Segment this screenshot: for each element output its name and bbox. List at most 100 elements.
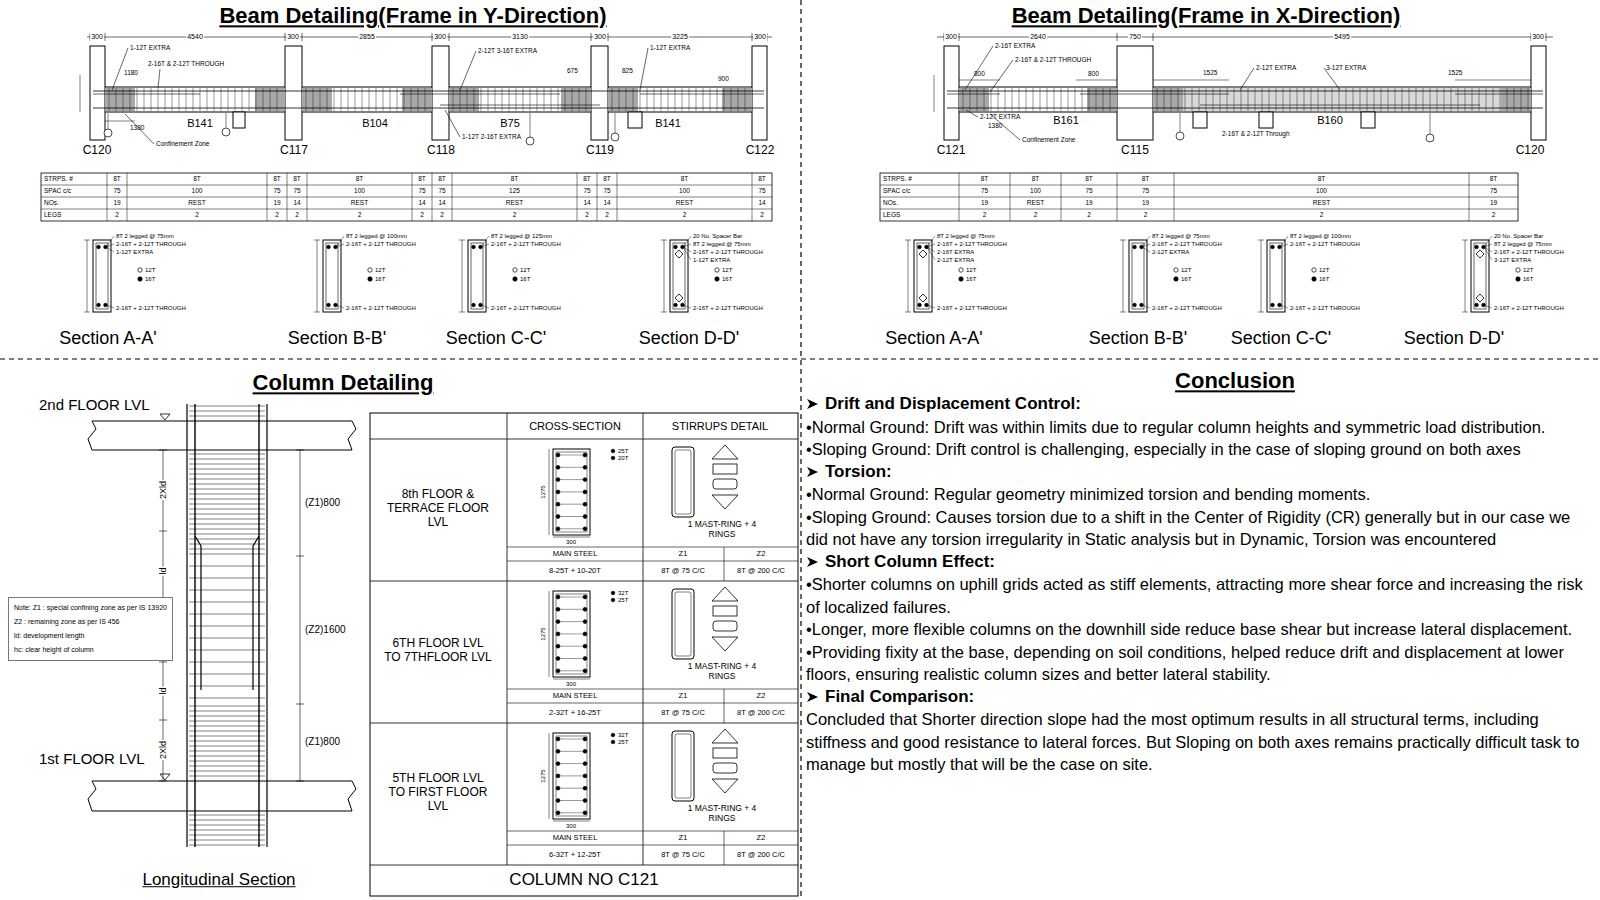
stirrup xyxy=(189,459,265,460)
section-marker xyxy=(222,128,230,136)
leader-line xyxy=(530,113,531,137)
table-cell: 75 xyxy=(981,187,988,194)
conclusion-paragraph: •Longer, more flexible columns on the do… xyxy=(806,618,1594,641)
stirrup xyxy=(1206,88,1207,111)
dimension-line xyxy=(553,679,590,680)
rebar-note: 2-16T + 2-12T THROUGH xyxy=(693,305,763,312)
dimension-tick xyxy=(1462,240,1468,241)
rebar-note: 825 xyxy=(622,67,633,74)
stirrup xyxy=(1068,88,1069,111)
stirrup xyxy=(1409,88,1410,111)
rebar-dot xyxy=(1278,303,1282,307)
table-cell: 2 xyxy=(1144,211,1148,218)
stirrup xyxy=(235,88,236,111)
table-rule xyxy=(880,185,1518,186)
rebar-note: 2-12T 3-16T EXTRA xyxy=(478,47,537,54)
rebar-note: 1525 xyxy=(1203,69,1217,76)
table-rule xyxy=(107,173,108,221)
rebar-note: 2-16T + 2-12T THROUGH xyxy=(693,249,763,256)
drawing-line xyxy=(158,69,160,88)
column-outline xyxy=(944,46,959,140)
stirrup xyxy=(1019,88,1020,111)
stirrup xyxy=(189,411,265,412)
stirrup xyxy=(1297,88,1298,111)
ring xyxy=(558,751,585,752)
dimension-tick xyxy=(84,312,90,313)
rebar-dot xyxy=(556,669,560,673)
rebar-dot xyxy=(1133,303,1137,307)
table-cell: 100 xyxy=(354,187,365,194)
leader-line xyxy=(1142,236,1150,247)
ring xyxy=(558,646,585,647)
stirrup xyxy=(572,88,573,111)
ring xyxy=(558,763,585,764)
table-cell: 2 xyxy=(1492,211,1496,218)
table-cell: 8T xyxy=(356,175,364,182)
table-cell: 75 xyxy=(293,187,300,194)
stirrup xyxy=(689,88,690,111)
leader-line xyxy=(927,244,935,247)
table-caption: COLUMN NO C121 xyxy=(509,870,658,890)
stirrup xyxy=(1241,88,1242,111)
section-marker xyxy=(1426,134,1434,142)
stirrup xyxy=(256,88,257,111)
stirrup xyxy=(189,406,265,407)
rebar xyxy=(194,404,195,847)
stirrup xyxy=(724,88,725,111)
rebar xyxy=(947,94,1000,95)
stirrup xyxy=(1270,243,1282,309)
rebar-note: 2-16T + 2-12T THROUGH xyxy=(116,241,186,248)
dimension-tick xyxy=(905,312,911,313)
table-header-cell: Z2 xyxy=(757,692,766,701)
secondary-beam xyxy=(233,112,245,128)
level-marker xyxy=(160,774,170,780)
confinement-zone xyxy=(1153,88,1183,111)
stirrup xyxy=(558,88,559,111)
table-cell: 100 xyxy=(679,187,690,194)
table-cell: 2 xyxy=(1034,211,1038,218)
table-rule xyxy=(507,703,798,704)
dimension-value: 300 xyxy=(90,33,104,41)
dimension-line xyxy=(300,450,301,781)
legend-dot xyxy=(611,449,615,453)
rebar-dot xyxy=(674,245,678,249)
rebar xyxy=(947,108,1543,109)
stirrup xyxy=(1402,88,1403,111)
bullet-arrow xyxy=(806,556,819,568)
stirrup xyxy=(355,88,356,111)
leader-line xyxy=(108,113,109,129)
table-cell: 8T @ 200 C/C xyxy=(737,567,785,576)
zone-label: (Z1)800 xyxy=(305,736,340,748)
panel-divider xyxy=(800,0,801,900)
stirrup xyxy=(1255,88,1256,111)
stirrup xyxy=(96,243,108,309)
stirrup xyxy=(745,88,746,111)
conclusion-text: Drift and Displacement Control:•Normal G… xyxy=(806,393,1594,776)
stirrup xyxy=(189,820,265,821)
leader-line xyxy=(1280,244,1288,247)
leader-line xyxy=(1484,247,1492,260)
rebar-dot xyxy=(583,737,587,741)
beam-edge xyxy=(302,86,432,87)
dimension-value: 2855 xyxy=(358,33,376,41)
column-outline xyxy=(432,46,449,140)
stirrup xyxy=(556,594,587,674)
table-cell: 75 xyxy=(758,187,765,194)
ring xyxy=(558,609,585,610)
rebar-dot xyxy=(556,490,560,494)
beam-edge xyxy=(959,111,1117,112)
table-header-cell: STRPS. # xyxy=(44,175,73,182)
rebar-note: 3-12T EXTRA xyxy=(1326,64,1366,71)
table-header-cell: MAIN STEEL xyxy=(553,834,598,843)
table-cell: REST xyxy=(1313,199,1330,206)
stirrup xyxy=(362,88,363,111)
stirrup xyxy=(717,88,718,111)
section-marker xyxy=(526,137,534,145)
stirrup xyxy=(189,534,265,535)
ring xyxy=(558,775,585,776)
stirrup xyxy=(1346,88,1347,111)
stirrup xyxy=(668,88,669,111)
table-rule xyxy=(1174,173,1175,221)
dimension-value: 300 xyxy=(1531,33,1545,41)
stirrup xyxy=(556,452,587,532)
